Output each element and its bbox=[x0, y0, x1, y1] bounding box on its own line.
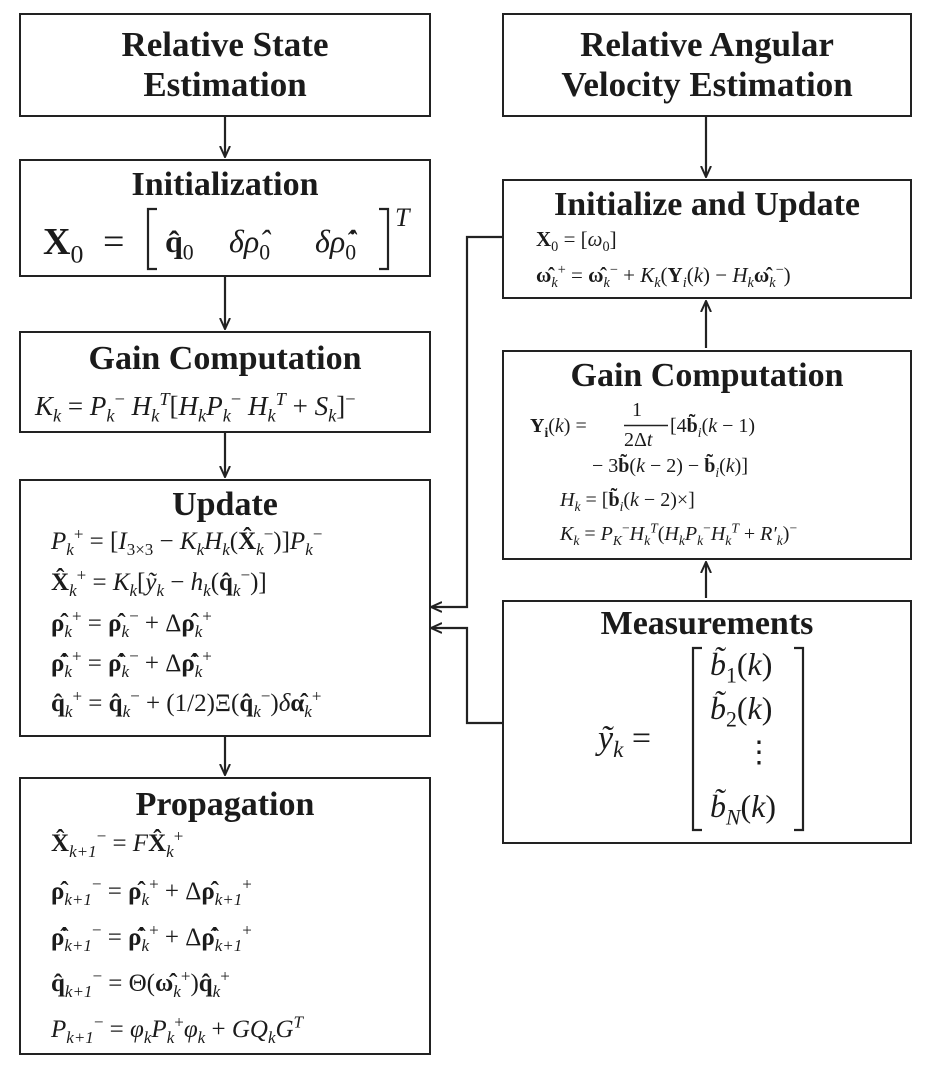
gain-right-eq-h: Hk = [b̃i(k − 2)×] bbox=[560, 489, 695, 514]
update-eq-covariance: Pk+ = [I3×3 − KkHk(X̂k−)]Pk− bbox=[51, 524, 323, 559]
title-line-1: Relative State bbox=[121, 25, 329, 64]
title-line-2: Velocity Estimation bbox=[561, 65, 853, 105]
gain-left-equation: Kk = Pk− HkT[HkPk− HkT + Sk]− bbox=[35, 389, 356, 426]
update-eq-rho-dot: ρ̂̇k+ = ρ̂̇k− + Δρ̂̇k+ bbox=[51, 646, 212, 681]
y-rhs-1: [4b̃i(k − 1) bbox=[670, 415, 756, 440]
vdots: ⋮ bbox=[744, 736, 774, 769]
b2-entry: b̃2(k) bbox=[710, 690, 773, 732]
propagation-box: Propagation X̂k+1− = FX̂k+ ρ̂k+1− = ρ̂k+… bbox=[19, 777, 431, 1055]
initialization-equation: X0 = q̂0 δρ̂0 δρ̂̇0 T bbox=[43, 205, 423, 273]
initialize-and-update-box: Initialize and Update X0 = [ω0] ω̂k+ = ω… bbox=[502, 179, 912, 299]
measurement-right-bracket bbox=[794, 646, 805, 832]
prop-eq-quaternion: q̂k+1− = Θ(ω̂k+)q̂k+ bbox=[51, 966, 230, 1001]
bN-entry: b̃N(k) bbox=[710, 788, 777, 830]
initialization-box: Initialization X0 = q̂0 δρ̂0 δρ̂̇0 T bbox=[19, 159, 431, 277]
title-line-1: Relative Angular bbox=[580, 25, 834, 64]
right-bracket bbox=[379, 207, 390, 271]
measurement-left-bracket bbox=[691, 646, 702, 832]
prop-eq-state: X̂k+1− = FX̂k+ bbox=[51, 826, 184, 861]
relative-angular-velocity-title: Relative Angular Velocity Estimation bbox=[504, 25, 910, 106]
measurements-box: Measurements ỹk = b̃1(k) b̃2(k) ⋮ b̃N(k) bbox=[502, 600, 912, 844]
init-update-eq-omega: ω̂k+ = ω̂k− + Kk(Yi(k) − Hkω̂k−) bbox=[536, 262, 791, 292]
title-line-2: Estimation bbox=[143, 65, 307, 105]
initialize-and-update-title: Initialize and Update bbox=[553, 186, 861, 223]
gain-computation-left-box: Gain Computation Kk = Pk− HkT[HkPk− HkT … bbox=[19, 331, 431, 433]
gain-right-eq-k: Kk = PK−HkT(HkPk−HkT + R′k)− bbox=[560, 520, 798, 548]
relative-state-estimation-title: Relative State Estimation bbox=[21, 25, 429, 106]
propagation-title: Propagation bbox=[135, 786, 315, 823]
y-tilde-k: ỹk = bbox=[598, 720, 652, 763]
relative-state-estimation-box: Relative State Estimation bbox=[19, 13, 431, 117]
measurements-title: Measurements bbox=[600, 605, 814, 642]
y-lhs: Yi(k) = bbox=[530, 415, 587, 440]
update-title: Update bbox=[172, 486, 278, 523]
frac-den: 2Δt bbox=[624, 429, 653, 451]
relative-angular-velocity-box: Relative Angular Velocity Estimation bbox=[502, 13, 912, 117]
left-bracket bbox=[146, 207, 157, 271]
fraction-bar bbox=[624, 424, 668, 427]
gain-right-eq-y: Yi(k) = 1 2Δt [4b̃i(k − 1) bbox=[530, 400, 900, 450]
prop-eq-covariance: Pk+1− = φkPk+φk + GQkGT bbox=[51, 1012, 304, 1047]
frac-num: 1 bbox=[632, 399, 642, 421]
init-update-eq-x0: X0 = [ω0] bbox=[536, 227, 617, 256]
delta-rho0-dot-hat: δρ̂̇0 bbox=[315, 223, 357, 265]
gain-computation-right-box: Gain Computation Yi(k) = 1 2Δt [4b̃i(k −… bbox=[502, 350, 912, 560]
b1-entry: b̃1(k) bbox=[710, 646, 773, 688]
x0-lhs: X0 bbox=[43, 221, 84, 269]
gain-computation-left-title: Gain Computation bbox=[88, 340, 362, 377]
gain-right-eq-y-cont: − 3b̃(k − 2) − b̃i(k)] bbox=[592, 455, 748, 480]
prop-eq-rho: ρ̂k+1− = ρ̂k+ + Δρ̂k+1+ bbox=[51, 874, 252, 909]
gain-computation-right-title: Gain Computation bbox=[570, 357, 844, 394]
initialization-title: Initialization bbox=[131, 166, 319, 203]
update-eq-quaternion: q̂k+ = q̂k− + (1/2)Ξ(q̂k−)δα̂k+ bbox=[51, 686, 322, 721]
arrow-measurements-to-update bbox=[431, 628, 502, 725]
transpose-T: T bbox=[395, 203, 410, 232]
delta-rho0-hat: δρ̂0 bbox=[229, 223, 271, 265]
prop-eq-rho-dot: ρ̂̇k+1− = ρ̂̇k+ + Δρ̂̇k+1+ bbox=[51, 920, 252, 955]
update-box: Update Pk+ = [I3×3 − KkHk(X̂k−)]Pk− X̂k+… bbox=[19, 479, 431, 737]
q0-hat: q̂0 bbox=[165, 223, 194, 265]
arrow-init-update-to-update bbox=[431, 235, 502, 607]
equals-sign: = bbox=[103, 221, 125, 263]
update-eq-state: X̂k+ = Kk[ỹk − hk(q̂k−)] bbox=[51, 565, 267, 600]
update-eq-rho: ρ̂k+ = ρ̂k− + Δρ̂k+ bbox=[51, 606, 212, 641]
